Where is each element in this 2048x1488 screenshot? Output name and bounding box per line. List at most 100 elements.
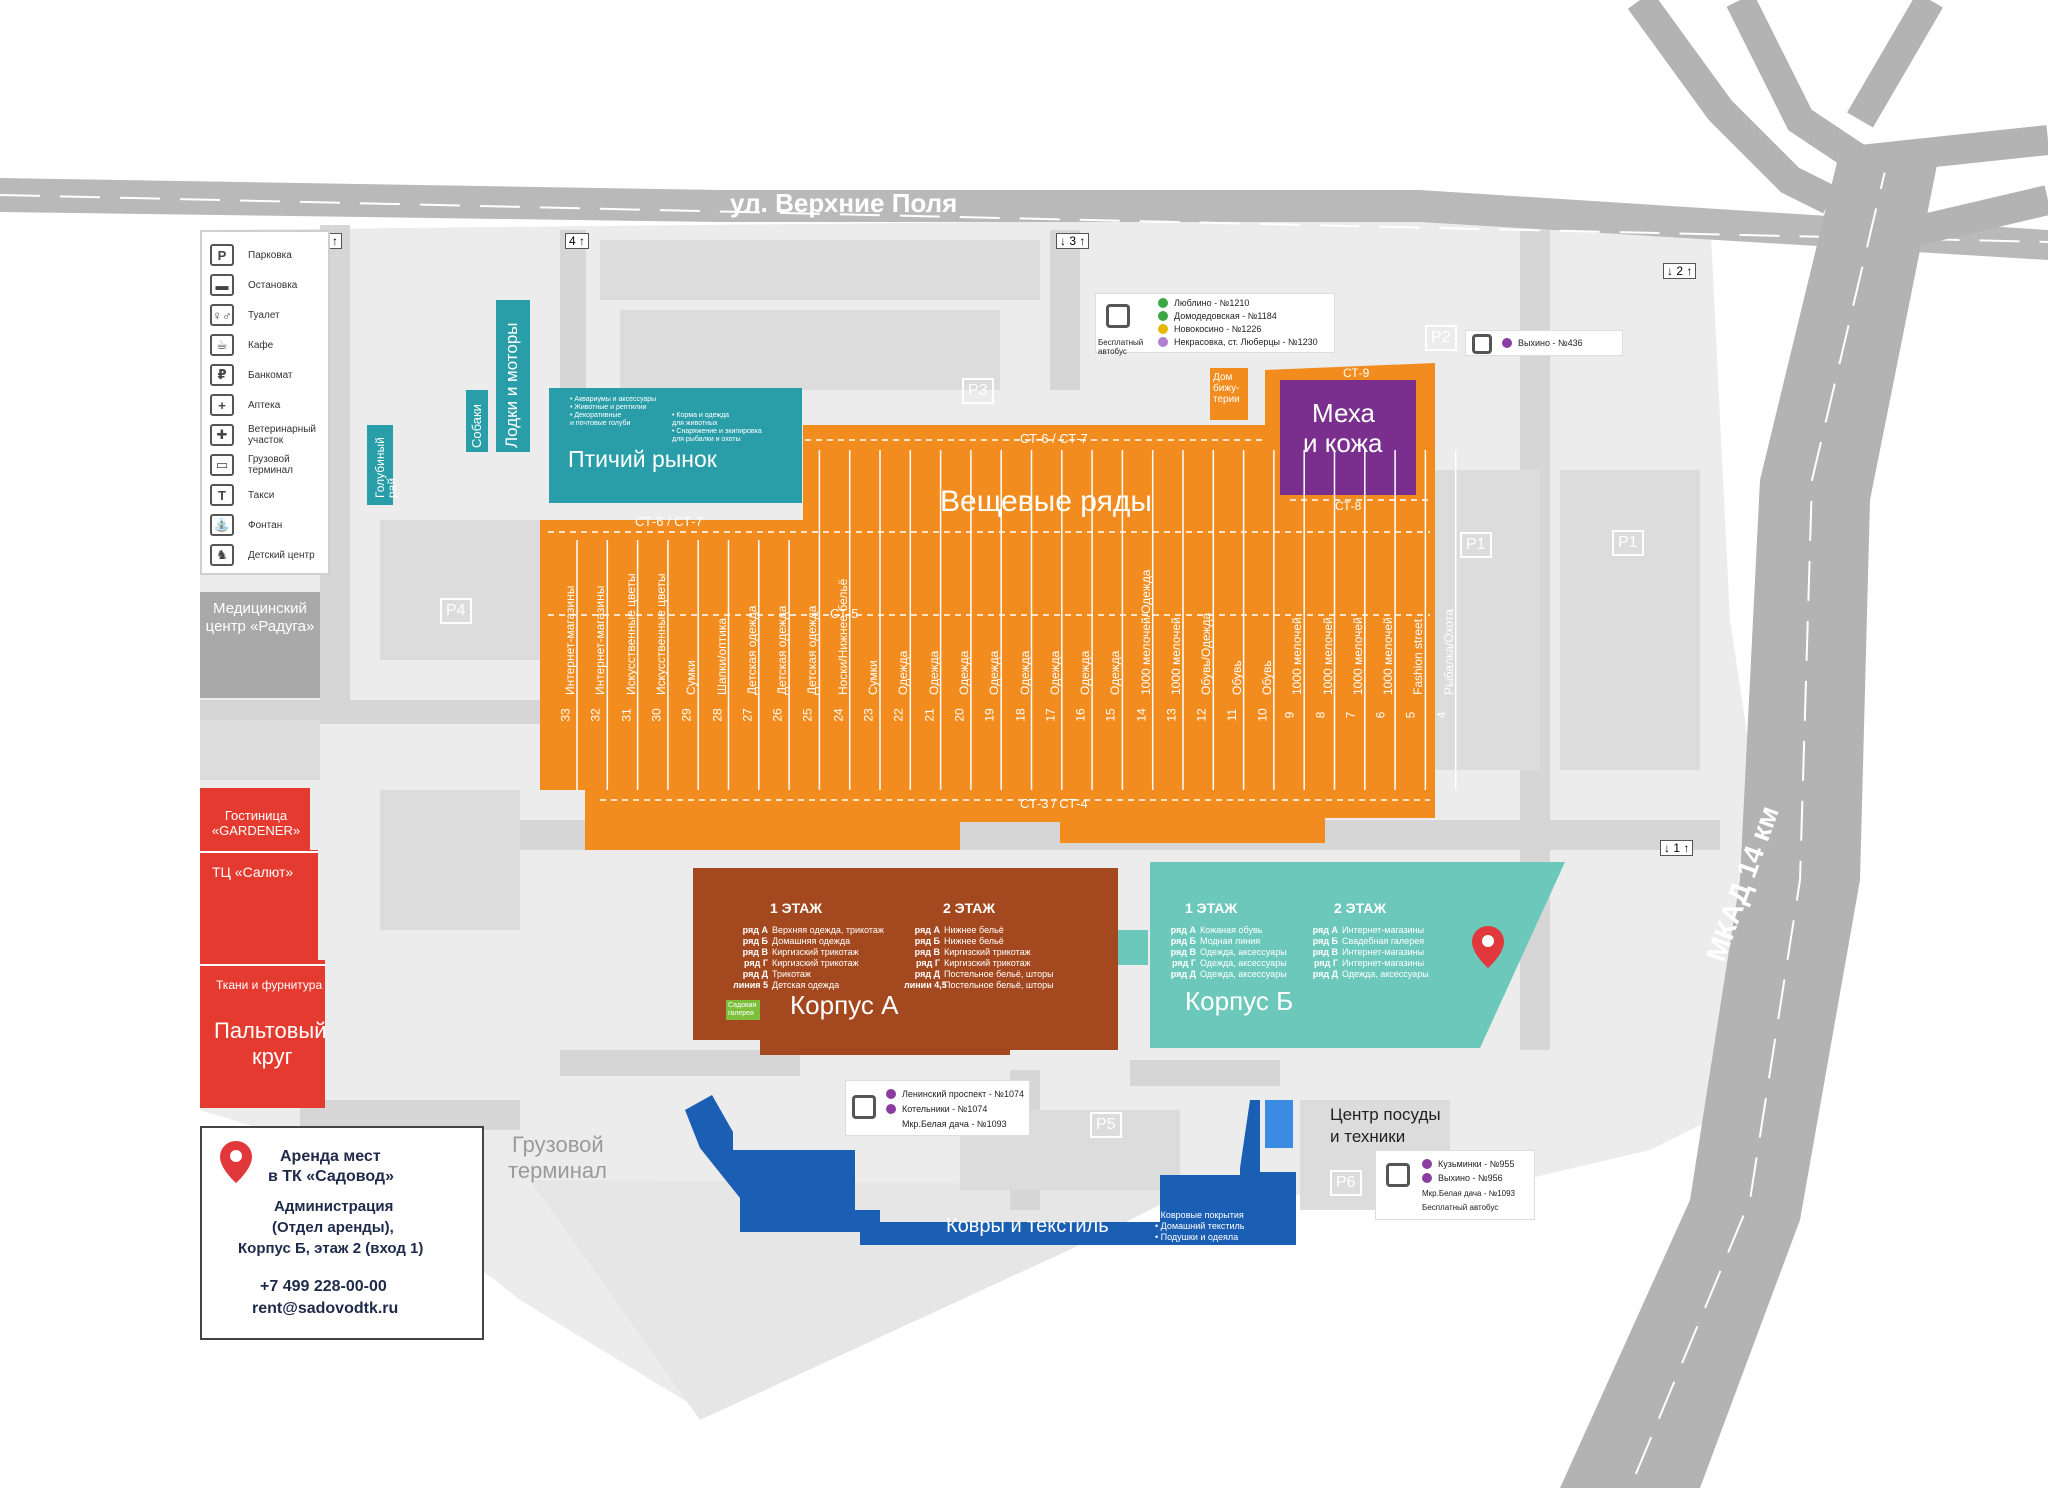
list-item: • Корма и одежда [672,412,730,419]
row-code: ряд В [742,947,768,957]
bus-icon [1472,334,1492,354]
parking-p1-a[interactable]: P1 [1460,532,1492,558]
bus-top-stop-0: Люблино - №1210 [1158,298,1249,308]
bus-mid-stop-1: Котельники - №1074 [886,1104,987,1114]
label-ptichiy: Птичий рынок [568,446,717,472]
row-category-label: 1000 мелочей [1169,617,1183,695]
row-desc: Одежда, аксессуары [1200,958,1287,968]
truck-terminal-icon: ▭ [210,454,234,476]
row-category-label: Обувь [1259,660,1274,695]
metro-dot [1422,1173,1432,1183]
row-category-label: Искусственные цветы [653,573,668,695]
zone-meha-kozha [1280,380,1416,495]
row-code: ряд В [914,947,940,957]
zone-korpus-b [1150,862,1565,1048]
parking-p1-b[interactable]: P1 [1612,530,1644,556]
label-sadgal: Садовая галерея [726,1000,760,1020]
metro-dot [886,1104,896,1114]
row-desc: Трикотаж [772,969,811,979]
row-desc: Интернет-магазины [1342,925,1425,935]
row-category-label: Обувь/Одежда [1199,612,1214,695]
bus-icon [1386,1163,1410,1187]
gate-1[interactable]: ↓ 1 ↑ [1660,840,1694,856]
label-dom-bizh: Дом бижу- терии [1213,372,1240,405]
bus-stop-text: Котельники - №1074 [902,1104,988,1114]
interchange [1627,0,2048,245]
row-category-label: Искусственные цветы [623,573,638,695]
zone-ptichiy [549,388,802,503]
vet-icon: ✚ [210,424,234,446]
row-number: 14 [1134,708,1149,722]
info-phone[interactable]: +7 499 228-00-00 [260,1278,387,1295]
row-category-label: 1000 мелочей [1290,617,1305,695]
row-desc: Верхняя одежда, трикотаж [772,925,884,935]
pharmacy-icon: + [210,394,234,416]
row-category-label: Одежда [926,650,941,695]
zone-sobaki [466,390,488,452]
row-desc: Модная линия [1200,936,1261,946]
zone-posuda [1265,1100,1293,1148]
row-number: 26 [770,708,785,722]
row-number: 22 [891,708,906,722]
row-category-label: Рыбалка/Охота [1441,609,1456,695]
info-email[interactable]: rent@sadovodtk.ru [252,1300,399,1317]
bus-top-stop-2: Новокосино - №1226 [1158,324,1261,334]
korpus-row: ряд А Интернет-магазины [1302,925,1424,935]
ptichiy-list-2: • Корма и одежда для животных• Снаряжени… [672,412,762,444]
bus-stop-text: Выхино - №436 [1518,338,1583,348]
row-code: ряд Д [1312,969,1338,979]
parking-p6[interactable]: P6 [1330,1170,1362,1196]
zone-golub [367,425,393,505]
bus-p6-free: Бесплатный автобус [1422,1203,1499,1212]
parking-p4[interactable]: P4 [440,598,472,624]
row-code: ряд Г [1314,958,1338,968]
bus-mid-stop-0: Ленинский проспект - №1074 [886,1089,1024,1099]
legend-label: Фонтан [248,519,283,531]
zone-korpus-a [693,868,1118,1055]
label-gruz-1: Грузовой [512,1132,604,1157]
row-desc: Одежда, аксессуары [1200,947,1287,957]
row-category-label: 1000 мелочей [1320,617,1335,695]
row-number: 9 [1282,711,1297,719]
st-6-7-top: СТ-6 / СТ-7 [1020,431,1088,446]
label-meha-1: Меха [1312,398,1376,428]
label-sobaki: Собаки [469,404,484,448]
bus-info-p6: Кузьминки - №955 Выхино - №956 Мкр.Белая… [1375,1150,1535,1220]
legend-item: ⛲Фонтан [210,514,323,536]
zone-medcenter [200,592,320,698]
row-category-label: Одежда [956,650,971,695]
parking-p5[interactable]: P5 [1090,1112,1122,1138]
row-category-label: Детская одежда [744,605,759,695]
info-title-1: Аренда мест [280,1148,381,1165]
row-code: ряд А [1170,925,1196,935]
row-code: линии 4,5 [904,980,947,990]
bus-top-stop-1: Домодедовская - №1184 [1158,311,1277,321]
legend-label: Туалет [248,309,280,321]
row-category-label: Одежда [1108,650,1123,695]
gate-4[interactable]: 4 ↑ [565,233,590,249]
bus-stop-text: Люблино - №1210 [1174,298,1250,308]
row-code: ряд Д [914,969,940,979]
row-code: ряд Г [916,958,940,968]
parking-p3[interactable]: P3 [962,378,994,404]
row-number: 4 [1434,711,1449,719]
row-number: 30 [649,708,664,722]
gate-2-label: 2 [1676,264,1684,278]
row-category-label: Интернет-магазины [593,585,608,695]
label-palto-2: круг [252,1044,293,1069]
row-code: ряд А [1312,925,1338,935]
row-code: ряд Б [1312,936,1338,946]
row-number: 6 [1373,711,1388,719]
mkad-road [1560,150,1940,1488]
legend-label: Банкомат [248,369,293,381]
gate-2[interactable]: ↓ 2 ↑ [1663,263,1697,279]
metro-dot [1158,324,1168,334]
gate-3[interactable]: ↓ 3 ↑ [1056,233,1090,249]
row-code: ряд Г [744,958,768,968]
list-item: для рыбалки и охоты [672,436,741,443]
parking-p2[interactable]: P2 [1425,325,1457,351]
